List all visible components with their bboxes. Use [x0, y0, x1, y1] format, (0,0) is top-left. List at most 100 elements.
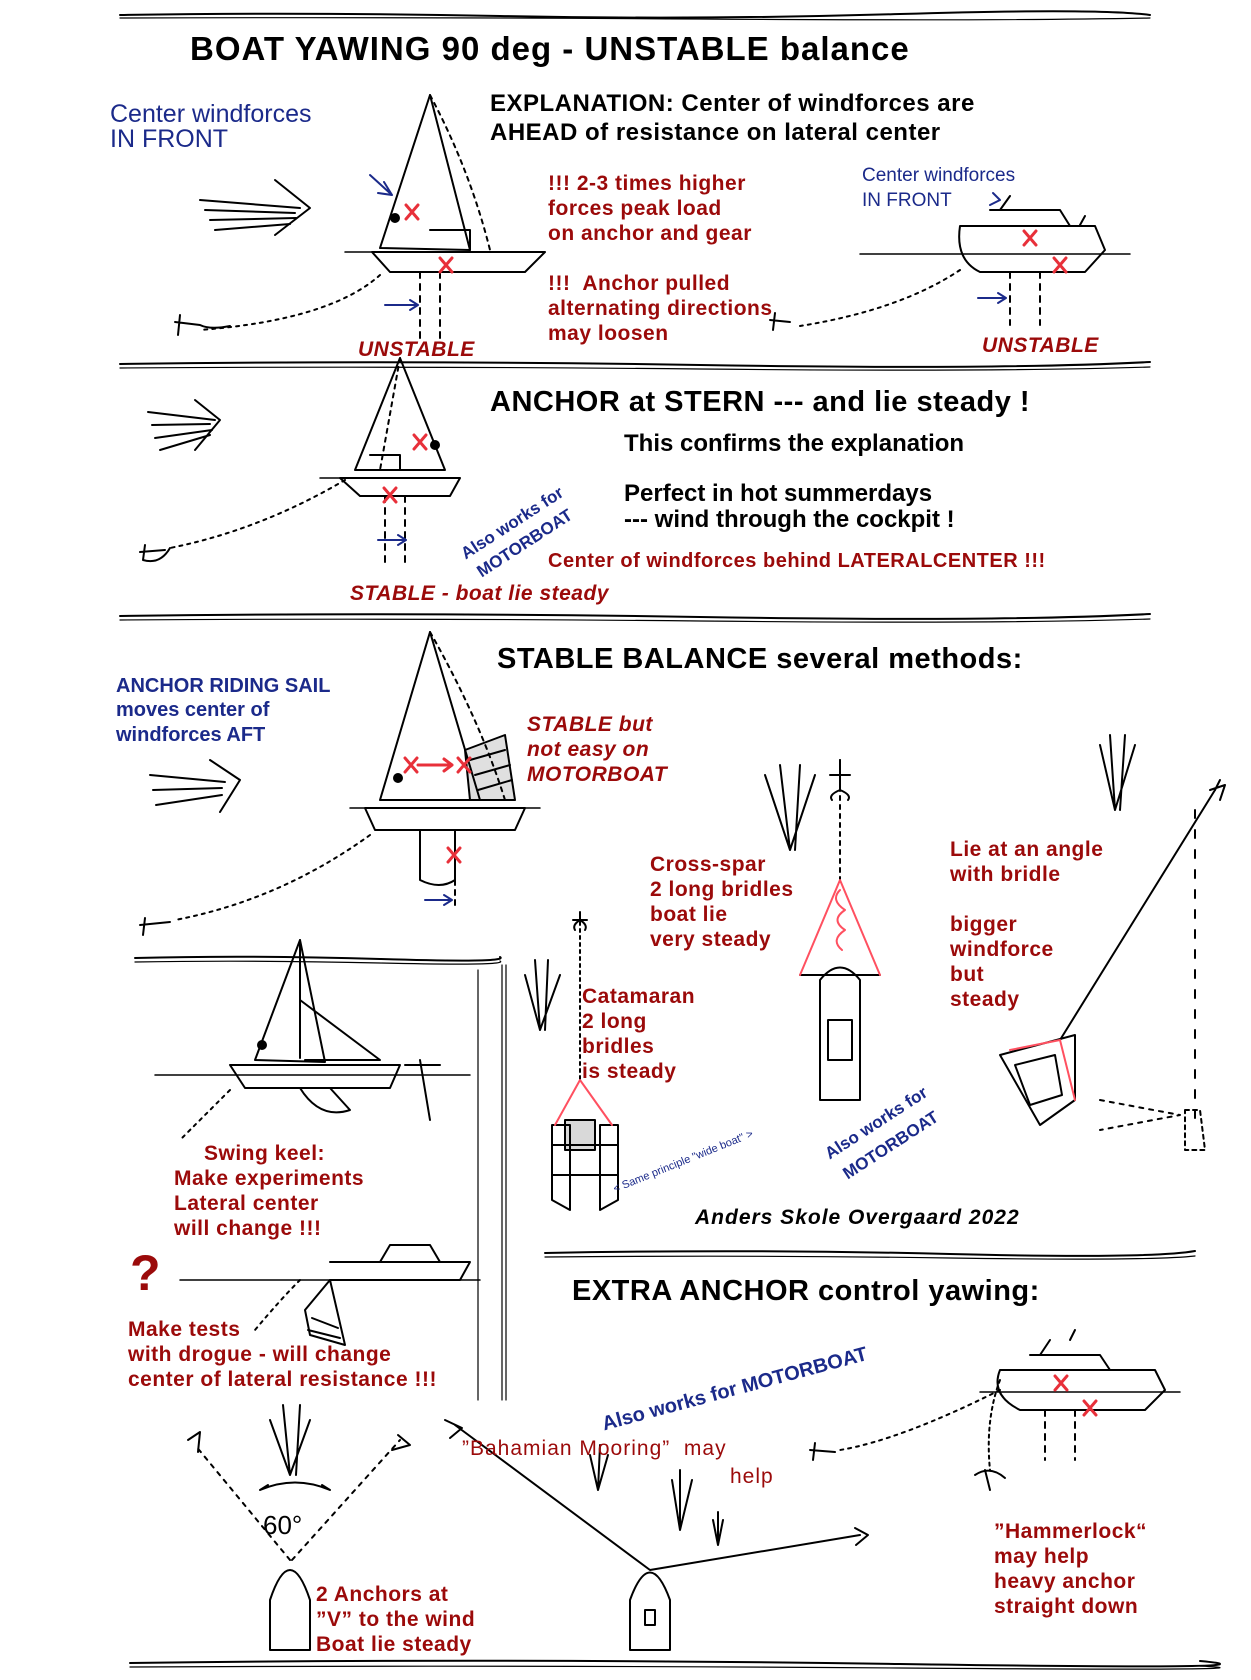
center-mark-icon: [1024, 231, 1036, 245]
stable-balance-heading: STABLE BALANCE several methods:: [497, 645, 1023, 674]
divider-line: [120, 362, 1150, 367]
unstable-label: UNSTABLE: [358, 338, 475, 362]
bridle-line: [800, 880, 880, 975]
center-mark-icon: [1054, 258, 1066, 272]
author-credit: Anders Skole Overgaard 2022: [695, 1207, 1020, 1228]
anchor-icon: [175, 315, 230, 335]
unstable-label: UNSTABLE: [982, 334, 1099, 358]
cross-spar-note: boat lie: [650, 903, 728, 927]
center-mark-icon: [1055, 1376, 1067, 1390]
anchor-rode: [180, 1090, 230, 1140]
wind-arrow-icon: [672, 1470, 692, 1530]
hammerlock-note: heavy anchor: [994, 1570, 1135, 1594]
hammerlock-note: may help: [994, 1545, 1089, 1569]
wind-arrow-icon: [525, 960, 560, 1030]
catamaran-note: Catamaran: [582, 985, 695, 1009]
stable-but-note: STABLE but: [527, 713, 653, 737]
arrow-icon: [978, 293, 1006, 303]
explanation-text: EXPLANATION: Center of windforces are: [490, 92, 975, 116]
anchor-at-stern-heading: ANCHOR at STERN --- and lie steady !: [490, 388, 1030, 417]
stable-but-note: MOTORBOAT: [527, 763, 667, 787]
riding-sail-label: ANCHOR RIDING SAIL: [116, 675, 330, 698]
vertical-divider: [502, 965, 506, 1400]
anchor-rode: [800, 270, 960, 326]
wind-arrow-icon: [765, 765, 815, 850]
cross-spar-note: Cross-spar: [650, 853, 766, 877]
catamaran-note: bridles: [582, 1035, 654, 1059]
drogue-note: with drogue - will change: [128, 1343, 391, 1367]
center-mark-icon: [440, 258, 452, 272]
wind-arrow-icon: [270, 1405, 310, 1475]
center-mark-icon: [405, 758, 417, 772]
center-mark-icon: [406, 205, 418, 219]
page-title: BOAT YAWING 90 deg - UNSTABLE balance: [190, 32, 910, 65]
bigger-windforce-note: but: [950, 963, 984, 987]
divider-line: [120, 11, 1150, 17]
wind-arrow-icon: [200, 180, 310, 235]
bahamian-mooring-note: ”Bahamian Mooring” may: [462, 1437, 727, 1461]
divider-line: [120, 367, 1150, 370]
bridle-line: [555, 1080, 612, 1125]
catamaran-note: is steady: [582, 1060, 676, 1084]
stable-but-note: not easy on: [527, 738, 649, 762]
swing-keel-note: will change !!!: [174, 1217, 322, 1241]
hammerlock-note: ”Hammerlock“: [994, 1520, 1147, 1544]
center-mark-icon: [1084, 1401, 1096, 1415]
angle-label: 60°: [263, 1512, 302, 1538]
divider-line: [545, 1251, 1195, 1256]
bahamian-mooring-note: help: [730, 1465, 774, 1489]
riding-sail-label: moves center of: [116, 700, 269, 720]
hammerlock-note: straight down: [994, 1595, 1138, 1619]
anchor-rode: [200, 275, 380, 330]
anchor-rode: [840, 1390, 1000, 1450]
catamaran-note: 2 long: [582, 1010, 647, 1034]
question-mark-icon: ?: [130, 1248, 161, 1298]
anchor-icon: [140, 918, 170, 935]
divider-line: [120, 619, 1150, 622]
swing-keel-note: Lateral center: [174, 1192, 319, 1216]
perfect-text: Perfect in hot summerdays: [624, 482, 932, 506]
extra-anchor-heading: EXTRA ANCHOR control yawing:: [572, 1277, 1040, 1306]
center-windforces-label: IN FRONT: [110, 127, 228, 152]
divider-line: [135, 957, 501, 961]
center-windforces-label: IN FRONT: [862, 191, 952, 210]
cross-spar-sketch: [800, 760, 880, 1100]
cross-spar-note: 2 long bridles: [650, 878, 794, 902]
anchor-pulled-note: may loosen: [548, 322, 669, 346]
arrow-icon: [418, 759, 452, 771]
center-windforces-label: Center windforces: [110, 102, 311, 127]
angle-bridle-note: Lie at an angle: [950, 838, 1103, 862]
cross-spar-note: very steady: [650, 928, 771, 952]
sailboat-sketch: [320, 358, 460, 565]
center-mark-icon: [414, 435, 426, 449]
divider-line: [120, 614, 1150, 619]
motorboat-sketch: [860, 196, 1130, 325]
peak-load-note: on anchor and gear: [548, 222, 752, 246]
peak-load-note: !!! 2-3 times higher: [548, 172, 746, 196]
center-behind-note: Center of windforces behind LATERALCENTE…: [548, 550, 1046, 573]
anchor-icon: [810, 1443, 835, 1460]
wind-arrow-icon: [148, 400, 220, 450]
bigger-windforce-note: windforce: [950, 938, 1054, 962]
bigger-windforce-note: steady: [950, 988, 1020, 1012]
divider-line: [130, 1661, 1220, 1667]
arrow-icon: [370, 175, 392, 195]
v-anchors-note: Boat lie steady: [316, 1633, 472, 1657]
bigger-windforce-note: bigger: [950, 913, 1017, 937]
arrow-icon: [385, 300, 418, 310]
angle-bridle-note: with bridle: [950, 863, 1061, 887]
anchor-icon: [140, 545, 170, 561]
perfect-text: --- wind through the cockpit !: [624, 508, 955, 532]
drogue-note: center of lateral resistance !!!: [128, 1368, 437, 1392]
arrow-icon: [378, 535, 406, 545]
anchor-rode: [170, 480, 345, 548]
anchor-pulled-note: !!! Anchor pulled: [548, 272, 730, 296]
anchor-icon: [770, 313, 790, 330]
drogue-note: Make tests: [128, 1318, 240, 1342]
anchor-pulled-note: alternating directions: [548, 297, 773, 321]
explanation-text: AHEAD of resistance on lateral center: [490, 121, 941, 145]
anchor-rode: [175, 835, 370, 920]
peak-load-note: forces peak load: [548, 197, 722, 221]
swing-keel-note: Swing keel:: [204, 1142, 325, 1166]
wind-arrow-icon: [150, 760, 240, 812]
